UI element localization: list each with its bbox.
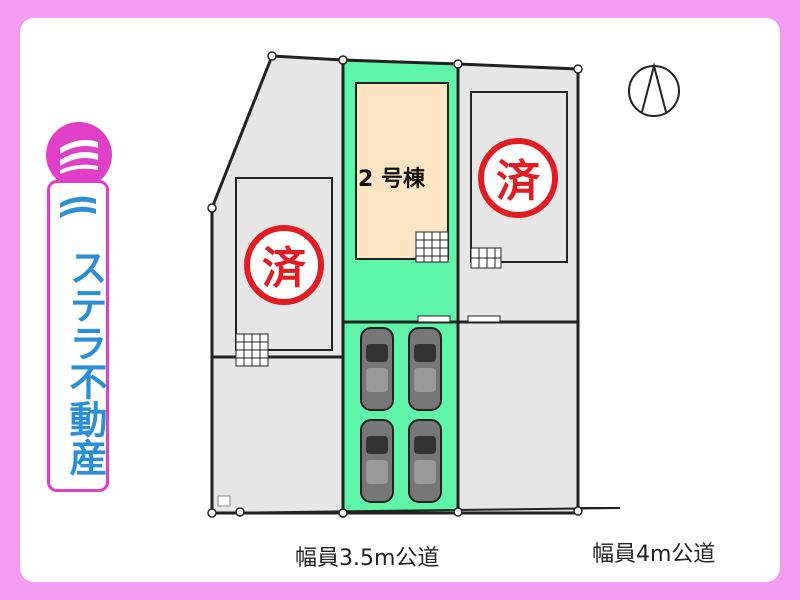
road-label-side: 幅員4m公道 [592,542,716,567]
brand-badge [47,180,109,492]
brand-logo-circle [46,122,112,188]
sold-stamp-left: 済 [244,225,324,305]
svg-text:済: 済 [262,243,307,294]
sold-stamp-right: 済 [478,138,558,218]
car-icon [360,419,394,503]
deck-right [470,247,502,269]
svg-text:済: 済 [496,156,541,207]
car-icon [408,419,442,503]
unit-label: 2 号棟 [358,167,425,192]
brand-logo-icon [60,140,98,174]
car-icon [360,327,394,411]
road-label-front: 幅員3.5m公道 [295,546,440,571]
north-arrow-icon [628,62,680,117]
brand-mark-icon [60,196,96,218]
car-icon [408,327,442,411]
deck-unit-2 [415,231,449,263]
boundary-markers [207,51,583,518]
house-unit-2 [355,82,449,260]
brand-name: ステラ不動産 [63,248,107,476]
deck-left [235,333,269,367]
